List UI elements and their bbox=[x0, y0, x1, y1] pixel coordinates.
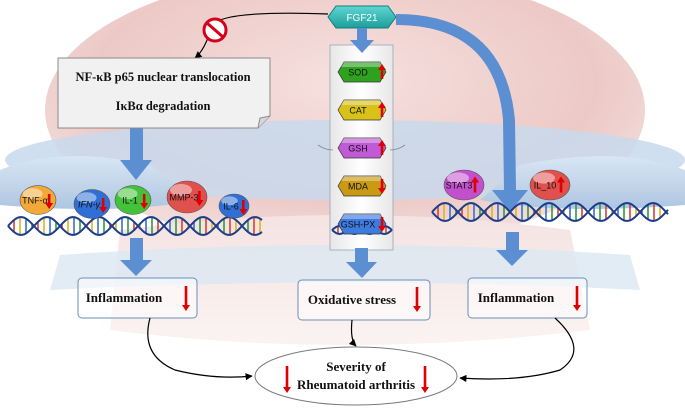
ox-marker-0: SOD bbox=[337, 61, 387, 83]
ox-marker-arrow-4 bbox=[378, 217, 386, 232]
inflammation-left-box: Inflammation bbox=[77, 277, 198, 319]
panel-brace bbox=[317, 144, 406, 151]
right-marker-arrow-1 bbox=[557, 176, 565, 193]
dna-left bbox=[7, 216, 263, 236]
fgf21-label: FGF21 bbox=[346, 13, 378, 24]
right-marker-label-1: IL_10 bbox=[534, 181, 557, 191]
right-inflam-arrow bbox=[496, 232, 528, 266]
inflammation-right-label: Inflammation bbox=[478, 290, 555, 305]
ox-marker-arrow-2 bbox=[378, 140, 386, 155]
ox-marker-4: GSH-PX bbox=[337, 213, 387, 235]
marker-arrow-4 bbox=[239, 200, 248, 215]
dna-right bbox=[431, 202, 669, 222]
nfkb-down-arrow bbox=[120, 123, 152, 180]
severity-indicator-arrows bbox=[283, 366, 429, 393]
right-marker-arrow-0 bbox=[471, 176, 479, 193]
right-marker-label-0: STAT3 bbox=[446, 181, 473, 191]
marker-2: IL-1 bbox=[114, 185, 152, 215]
fgf21-hub[interactable]: FGF21 bbox=[327, 5, 397, 29]
ox-marker-arrow-1 bbox=[378, 102, 386, 117]
marker-label-0: TNF-α bbox=[22, 196, 48, 206]
inhibit-connector bbox=[194, 12, 329, 59]
marker-arrow-0 bbox=[45, 194, 54, 209]
ox-marker-label-2: GSH bbox=[348, 144, 368, 154]
left-inflam-arrow bbox=[120, 238, 152, 276]
ox-marker-arrow-0 bbox=[378, 64, 386, 79]
oxidative-markers: SOD CAT GSH MDA GSH-PX bbox=[337, 61, 387, 235]
oxidative-stress-box: Oxidative stress bbox=[297, 279, 431, 321]
ox-marker-label-0: SOD bbox=[348, 68, 368, 78]
flow-arrows bbox=[120, 14, 528, 278]
hub-to-panel-arrow bbox=[350, 28, 374, 53]
panel-to-oxidative-arrow bbox=[346, 248, 377, 278]
oxidative-stress-label: Oxidative stress bbox=[308, 292, 396, 307]
severity-line2: Rheumatoid arthritis bbox=[297, 377, 415, 392]
right-markers: STAT3 IL_10 bbox=[443, 169, 571, 201]
marker-arrow-2 bbox=[140, 194, 149, 209]
ox-marker-arrow-3 bbox=[378, 179, 386, 194]
marker-arrow-3 bbox=[195, 191, 204, 206]
ox-marker-label-1: CAT bbox=[349, 106, 367, 116]
outcome-indicator-arrows bbox=[182, 286, 581, 312]
severity-line1: Severity of bbox=[326, 359, 386, 374]
left-markers: TNF-α IFN-γ IL-1 MMP-3IL-6 bbox=[19, 180, 250, 219]
severity-connectors bbox=[147, 317, 575, 383]
marker-0: TNF-α bbox=[19, 185, 57, 215]
marker-1: IFN-γ bbox=[73, 189, 111, 219]
ox-marker-2: GSH bbox=[337, 137, 387, 159]
oxidative-stress-down-arrow bbox=[413, 287, 421, 312]
marker-label-3: MMP-3 bbox=[170, 193, 199, 203]
inflammation-right-box: Inflammation bbox=[467, 277, 588, 319]
nfkb-line2: IκBα degradation bbox=[116, 99, 211, 113]
marker-label-4: IL-6 bbox=[223, 202, 239, 212]
marker-3: MMP-3 bbox=[166, 180, 208, 214]
inflammation-left-down-arrow bbox=[182, 286, 190, 311]
nfkb-box: NF-κB p65 nuclear translocation IκBα deg… bbox=[57, 57, 271, 129]
severity-ellipse: Severity of Rheumatoid arthritis bbox=[254, 346, 458, 406]
marker-label-1: IFN-γ bbox=[78, 200, 100, 210]
inflammation-right-down-arrow bbox=[573, 286, 581, 311]
marker-4: IL-6 bbox=[218, 193, 250, 219]
ox-marker-1: CAT bbox=[337, 99, 387, 121]
severity-right-down-arrow bbox=[421, 366, 429, 393]
ox-marker-label-3: MDA bbox=[348, 182, 368, 192]
ox-marker-3: MDA bbox=[337, 175, 387, 197]
marker-label-2: IL-1 bbox=[122, 196, 138, 206]
ox-marker-label-4: GSH-PX bbox=[341, 220, 376, 230]
severity-left-down-arrow bbox=[283, 366, 291, 393]
inflammation-left-label: Inflammation bbox=[86, 290, 163, 305]
right-marker-1: IL_10 bbox=[529, 169, 571, 201]
right-marker-0: STAT3 bbox=[443, 169, 485, 201]
nfkb-line1: NF-κB p65 nuclear translocation bbox=[75, 70, 250, 84]
marker-arrow-1 bbox=[99, 198, 108, 213]
hub-to-right-arrow bbox=[396, 14, 528, 212]
